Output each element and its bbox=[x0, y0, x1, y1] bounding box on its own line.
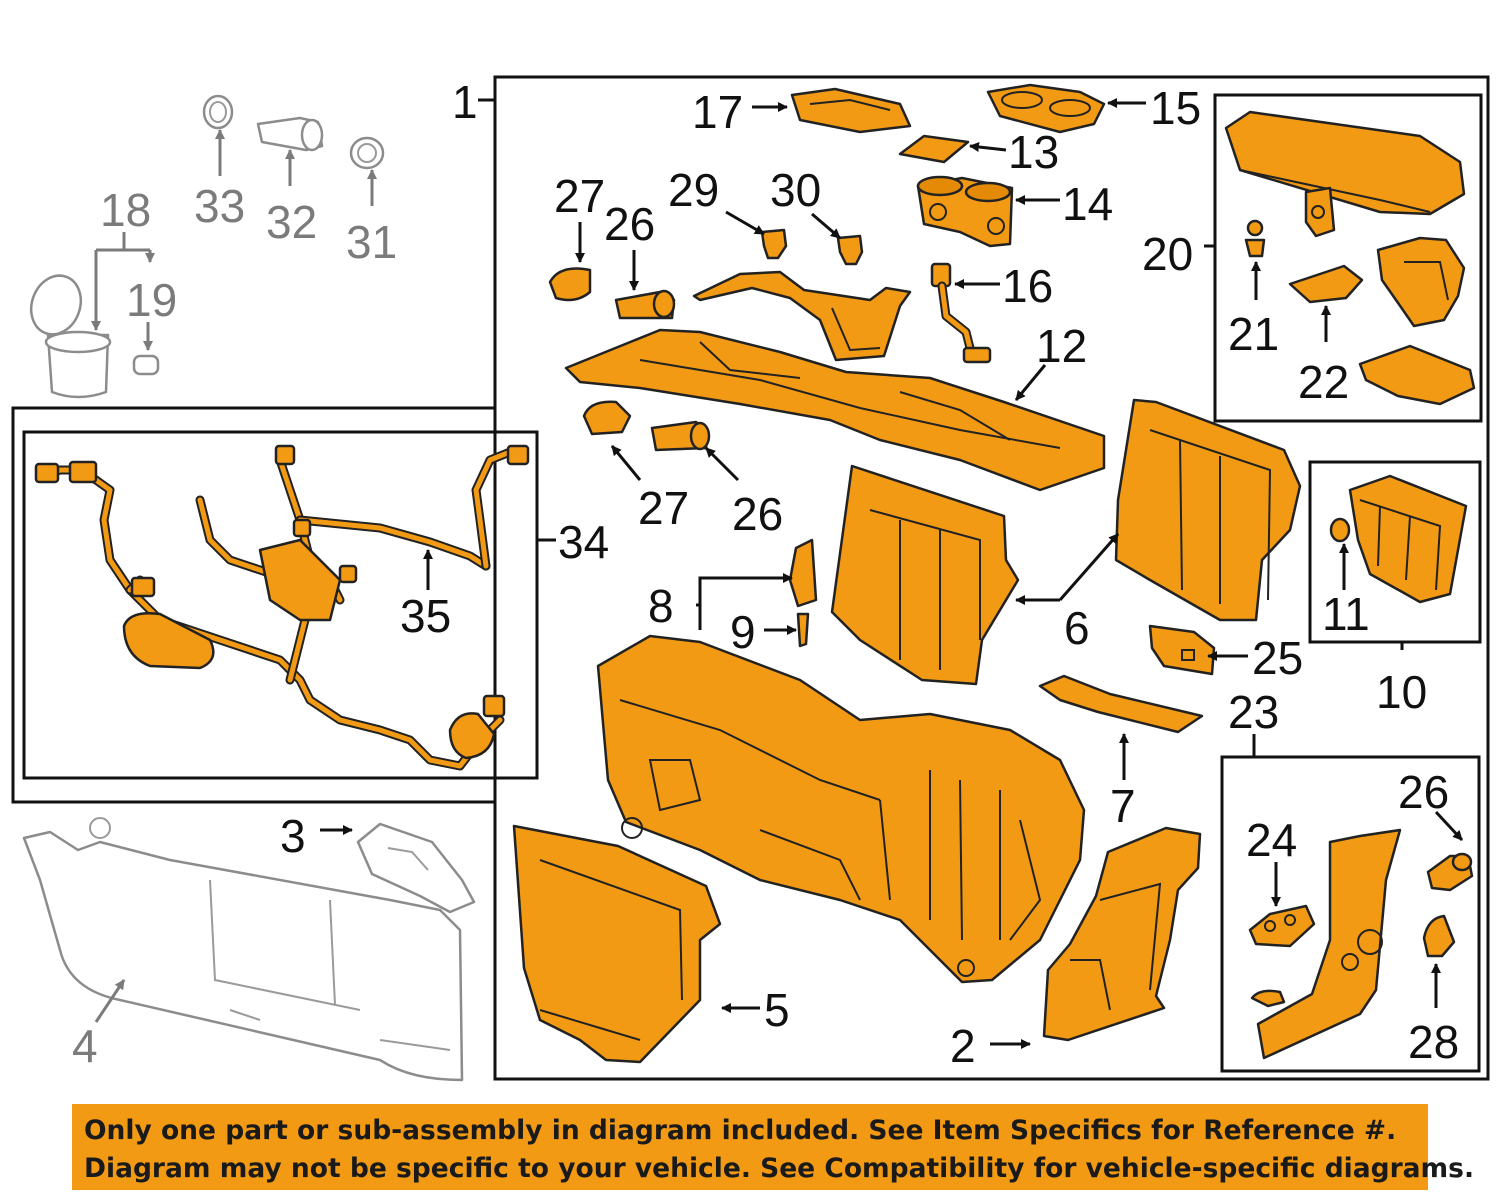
callout-33: 33 bbox=[194, 180, 245, 232]
part-14-cupholder bbox=[916, 175, 1014, 248]
callout-7: 7 bbox=[1110, 780, 1136, 832]
callout-23: 23 bbox=[1228, 686, 1279, 738]
callout-26c: 26 bbox=[1398, 766, 1449, 818]
callout-2: 2 bbox=[950, 1020, 976, 1072]
part-7-pad bbox=[1038, 674, 1204, 734]
part-27-socket-cover bbox=[548, 267, 592, 302]
callout-3: 3 bbox=[280, 810, 306, 862]
part-20-base bbox=[1358, 344, 1476, 406]
callout-labels: 1 17 15 13 14 16 12 27 26 29 30 27 26 6 … bbox=[72, 76, 1459, 1072]
part-21-screw bbox=[1244, 219, 1266, 258]
part-19-cylinder bbox=[132, 354, 160, 376]
callout-31: 31 bbox=[346, 216, 397, 268]
part-15-cupholder-trim bbox=[986, 83, 1106, 134]
part-6-panel-right bbox=[1114, 398, 1302, 622]
callout-10: 10 bbox=[1376, 666, 1427, 718]
callout-18: 18 bbox=[100, 184, 151, 236]
disclaimer-line-1: Only one part or sub-assembly in diagram… bbox=[84, 1115, 1397, 1146]
ghost-parts bbox=[22, 94, 476, 1082]
callout-16: 16 bbox=[1002, 260, 1053, 312]
part-30-clip bbox=[836, 234, 864, 266]
callout-12: 12 bbox=[1036, 320, 1087, 372]
part-31-cap bbox=[349, 136, 385, 170]
callout-24: 24 bbox=[1246, 814, 1297, 866]
part-24-switch bbox=[1248, 904, 1316, 948]
part-23-trim bbox=[1256, 828, 1402, 1060]
callout-29: 29 bbox=[668, 164, 719, 216]
part-13-mat bbox=[898, 134, 970, 164]
disclaimer-banner: Only one part or sub-assembly in diagram… bbox=[72, 1104, 1475, 1190]
part-24-screw bbox=[1250, 989, 1286, 1008]
callout-25: 25 bbox=[1252, 632, 1303, 684]
callout-22: 22 bbox=[1298, 356, 1349, 408]
part-25-switch bbox=[1148, 624, 1216, 676]
part-2-rear-bracket bbox=[1042, 826, 1202, 1042]
callout-19: 19 bbox=[126, 274, 177, 326]
part-33-plug bbox=[202, 94, 234, 130]
callout-26b: 26 bbox=[732, 488, 783, 540]
callout-28: 28 bbox=[1408, 1016, 1459, 1068]
callout-34: 34 bbox=[558, 516, 609, 568]
part-8-clip bbox=[788, 538, 818, 608]
part-16-harness bbox=[930, 262, 992, 364]
diagram-frames bbox=[11, 75, 1490, 1081]
callout-8: 8 bbox=[648, 580, 674, 632]
callout-4: 4 bbox=[72, 1020, 98, 1072]
part-20-small-latch bbox=[1304, 186, 1336, 238]
callout-26a: 26 bbox=[604, 198, 655, 250]
console-body bbox=[596, 634, 1086, 984]
part-26-lower-socket bbox=[650, 420, 711, 452]
callout-21: 21 bbox=[1228, 308, 1279, 360]
part-17-bezel bbox=[790, 87, 912, 134]
callout-14: 14 bbox=[1062, 178, 1113, 230]
callout-1: 1 bbox=[452, 76, 478, 128]
callout-5: 5 bbox=[764, 984, 790, 1036]
orange-parts bbox=[512, 83, 1476, 1064]
callout-27b: 27 bbox=[638, 482, 689, 534]
part-27-lower-cover bbox=[582, 400, 632, 436]
part-20-armrest bbox=[1224, 110, 1466, 216]
part-26-socket bbox=[614, 289, 676, 320]
part-5-front-panel bbox=[512, 824, 722, 1064]
callout-15: 15 bbox=[1150, 82, 1201, 134]
part-3-bracket bbox=[356, 822, 476, 914]
part-32-socket bbox=[256, 116, 324, 152]
callout-11: 11 bbox=[1322, 588, 1370, 640]
part-18-cup bbox=[29, 274, 112, 399]
disclaimer-line-2: Diagram may not be specific to your vehi… bbox=[84, 1153, 1475, 1184]
callout-20: 20 bbox=[1142, 228, 1193, 280]
part-22-latch bbox=[1288, 264, 1364, 304]
console-parts-diagram: 1 17 15 13 14 16 12 27 26 29 30 27 26 6 … bbox=[11, 75, 1490, 1082]
part-20-hinge bbox=[1376, 236, 1466, 328]
callout-13: 13 bbox=[1008, 126, 1059, 178]
callout-35: 35 bbox=[400, 590, 451, 642]
callout-30: 30 bbox=[770, 164, 821, 216]
callout-32: 32 bbox=[266, 196, 317, 248]
part-9-pin bbox=[796, 612, 810, 648]
part-4-side-panel bbox=[22, 817, 464, 1082]
callout-27a: 27 bbox=[554, 170, 605, 222]
callout-17: 17 bbox=[692, 86, 743, 138]
part-28-cover bbox=[1422, 914, 1456, 958]
part-10-storage-bin bbox=[1348, 474, 1468, 604]
upper-bracket bbox=[692, 270, 912, 362]
part-26-socket-rear bbox=[1426, 852, 1474, 892]
callout-9: 9 bbox=[730, 606, 756, 658]
wiring-harness bbox=[34, 444, 530, 771]
part-12-console-top bbox=[564, 328, 1106, 492]
part-29-clip bbox=[760, 228, 788, 260]
callout-6: 6 bbox=[1064, 602, 1090, 654]
part-11-pad bbox=[1329, 517, 1351, 543]
leader-lines bbox=[91, 98, 1464, 1049]
part-6-panel-left bbox=[830, 464, 1020, 686]
